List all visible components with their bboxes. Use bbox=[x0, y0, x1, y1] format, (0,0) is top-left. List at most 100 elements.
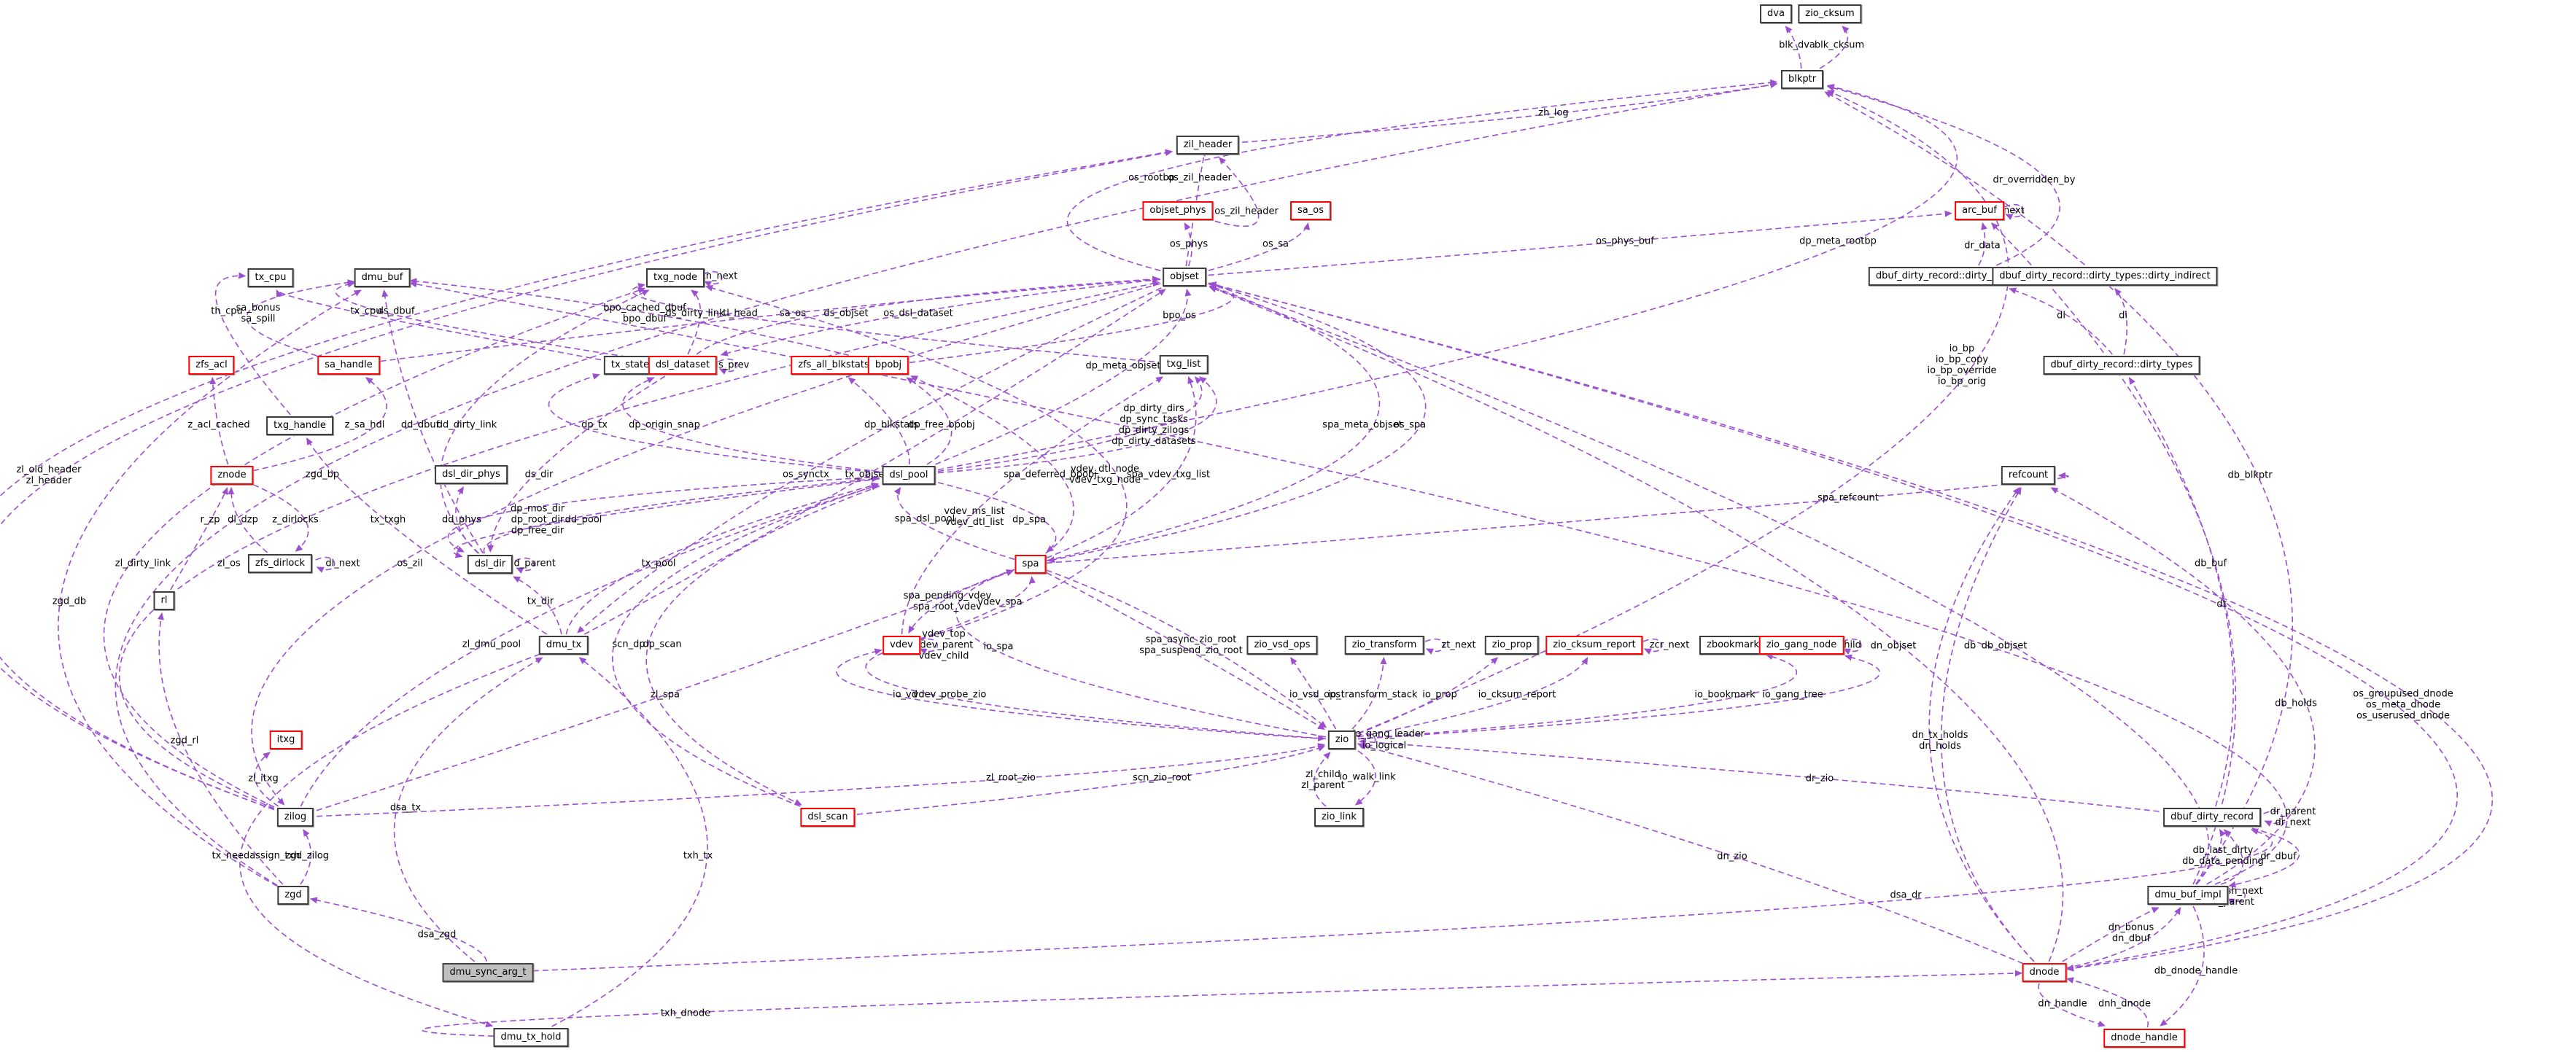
node-dbuf_dirty_record[interactable]: dbuf_dirty_record bbox=[2163, 808, 2261, 827]
node-tx_cpu[interactable]: tx_cpu bbox=[247, 268, 294, 287]
node-zio_transform[interactable]: zio_transform bbox=[1344, 636, 1424, 655]
edge-dbuf_dirty_record-zio bbox=[1358, 738, 2160, 812]
edge-dsl_dir-self bbox=[515, 557, 535, 574]
node-objset_phys[interactable]: objset_phys bbox=[1142, 201, 1214, 220]
node-zio_cksum[interactable]: zio_cksum bbox=[1798, 4, 1862, 23]
edge-dmu_buf_impl-refcount bbox=[2050, 487, 2316, 885]
edge-dmu_sync_arg_t-zgd bbox=[309, 897, 487, 962]
edge-objset-dnode bbox=[1208, 282, 2458, 971]
node-rl[interactable]: rl bbox=[153, 591, 175, 610]
edge-zio-zio_cksum_report bbox=[1357, 657, 1588, 738]
node-zio_cksum_report[interactable]: zio_cksum_report bbox=[1545, 636, 1643, 655]
node-txg_list[interactable]: txg_list bbox=[1159, 355, 1209, 374]
node-arc_buf[interactable]: arc_buf bbox=[1955, 201, 2004, 220]
edge-objset_phys-zil_header bbox=[1214, 157, 1260, 227]
edge-zfs_dirlock-self bbox=[315, 556, 335, 573]
node-dsl_pool[interactable]: dsl_pool bbox=[882, 466, 936, 485]
edge-dmu_sync_arg_t-dbuf_dirty_record bbox=[532, 828, 2273, 972]
node-dmu_buf_impl[interactable]: dmu_buf_impl bbox=[2147, 886, 2229, 905]
edge-spa-objset bbox=[1046, 284, 1381, 561]
edge-spa-bpobj bbox=[910, 375, 1074, 554]
edge-txg_list-txg_node bbox=[631, 283, 1155, 363]
node-refcount[interactable]: refcount bbox=[2001, 466, 2056, 485]
node-zil_header[interactable]: zil_header bbox=[1176, 136, 1240, 155]
edge-blkptr-zio_cksum bbox=[1819, 26, 1850, 69]
node-dva[interactable]: dva bbox=[1760, 4, 1792, 23]
edge-spa-vdev bbox=[908, 569, 1015, 634]
edge-ddr_leaf-arc_buf bbox=[1978, 222, 1987, 266]
edge-dsl_pool-dsl_dataset bbox=[622, 377, 880, 472]
node-zfs_acl[interactable]: zfs_acl bbox=[188, 356, 235, 375]
node-dsl_dir[interactable]: dsl_dir bbox=[467, 555, 513, 574]
node-znode[interactable]: znode bbox=[210, 466, 254, 485]
edge-dbuf_dirty_record-self bbox=[2263, 810, 2283, 827]
node-dsl_scan[interactable]: dsl_scan bbox=[800, 808, 856, 827]
node-ddr_types[interactable]: dbuf_dirty_record::dirty_types bbox=[2043, 356, 2200, 375]
node-itxg[interactable]: itxg bbox=[269, 730, 303, 749]
edge-zio_cksum_report-self bbox=[1642, 638, 1663, 655]
edge-dmu_tx-objset bbox=[583, 289, 1166, 635]
node-sa_handle[interactable]: sa_handle bbox=[317, 356, 380, 375]
node-ddr_indirect[interactable]: dbuf_dirty_record::dirty_types::dirty_in… bbox=[1992, 267, 2218, 286]
node-dsl_dataset[interactable]: dsl_dataset bbox=[648, 356, 718, 375]
edge-vdev-spa bbox=[920, 576, 1036, 639]
node-sa_os[interactable]: sa_os bbox=[1290, 201, 1331, 220]
node-zio_gang_node[interactable]: zio_gang_node bbox=[1758, 636, 1844, 655]
edge-spa-dsl_pool bbox=[893, 487, 1015, 561]
edge-spa-txg_list bbox=[1046, 376, 1197, 559]
edge-dsl_scan-zio bbox=[856, 745, 1326, 815]
edge-objset-zilog bbox=[251, 283, 1161, 806]
node-zio_link[interactable]: zio_link bbox=[1314, 808, 1364, 827]
edge-zilog-dsl_pool bbox=[300, 483, 879, 807]
edge-objset-spa bbox=[1047, 283, 1427, 563]
edge-vdev-txg_list bbox=[901, 376, 1164, 635]
node-dmu_buf[interactable]: dmu_buf bbox=[354, 268, 411, 287]
edge-ddr_types-ddr_indirect bbox=[2114, 288, 2128, 355]
edge-objset-dnode bbox=[1208, 282, 2494, 972]
node-dsl_dir_phys[interactable]: dsl_dir_phys bbox=[435, 465, 508, 484]
node-tx_state[interactable]: tx_state bbox=[603, 356, 657, 375]
node-zilog[interactable]: zilog bbox=[276, 808, 314, 827]
node-txg_node[interactable]: txg_node bbox=[646, 268, 705, 287]
edge-ddr_types-ddr_leaf bbox=[2009, 287, 2113, 355]
node-objset[interactable]: objset bbox=[1163, 268, 1206, 287]
edge-dmu_tx-dmu_tx_hold bbox=[239, 653, 540, 1028]
node-vdev[interactable]: vdev bbox=[882, 636, 920, 655]
edge-dsl_dataset-dmu_buf bbox=[335, 281, 646, 361]
node-zio_prop[interactable]: zio_prop bbox=[1484, 636, 1540, 655]
edge-arc_buf-self bbox=[2004, 203, 2024, 220]
edge-dsl_dataset-dsl_dir bbox=[486, 375, 666, 553]
node-zfs_dirlock[interactable]: zfs_dirlock bbox=[247, 554, 313, 573]
node-zbookmark[interactable]: zbookmark bbox=[1699, 636, 1767, 655]
edge-zgd-zilog bbox=[300, 829, 311, 885]
edge-bpobj-dmu_buf bbox=[409, 278, 868, 361]
node-txg_handle[interactable]: txg_handle bbox=[266, 416, 333, 435]
node-dnode[interactable]: dnode bbox=[2022, 963, 2067, 982]
edge-dsl_dir-dsl_pool bbox=[483, 475, 879, 554]
edge-dnode-dmu_buf_impl bbox=[2065, 907, 2181, 969]
node-zio[interactable]: zio bbox=[1327, 730, 1357, 749]
edge-dsl_dir-dsl_dir_phys bbox=[455, 486, 479, 554]
edge-dmu_buf_impl-objset bbox=[1209, 286, 2209, 885]
node-zfs_all_blkstats[interactable]: zfs_all_blkstats bbox=[791, 356, 877, 375]
node-zio_vsd_ops[interactable]: zio_vsd_ops bbox=[1246, 636, 1318, 655]
edge-objset-blkptr bbox=[1066, 79, 1778, 272]
node-spa[interactable]: spa bbox=[1015, 555, 1047, 574]
edge-sa_handle-dmu_buf bbox=[246, 279, 355, 356]
node-dnode_handle[interactable]: dnode_handle bbox=[2103, 1029, 2185, 1048]
edge-zio-zio_link bbox=[1354, 750, 1376, 806]
node-zgd[interactable]: zgd bbox=[277, 886, 309, 905]
edge-txg_node-self bbox=[702, 270, 723, 287]
edge-dnode-refcount bbox=[1941, 487, 2035, 962]
edge-dmu_tx-txg_handle bbox=[306, 437, 548, 635]
edge-zio_link-zio bbox=[1313, 752, 1331, 807]
node-dmu_tx[interactable]: dmu_tx bbox=[538, 636, 589, 655]
node-bpobj[interactable]: bpobj bbox=[867, 356, 909, 375]
edge-dmu_buf_impl-dnode_handle bbox=[2160, 905, 2205, 1026]
edge-zio-zbookmark bbox=[1357, 653, 1798, 740]
edge-dmu_buf_impl-dmu_buf bbox=[409, 281, 2288, 885]
edge-vdev-txg_node bbox=[705, 284, 1128, 641]
node-blkptr[interactable]: blkptr bbox=[1780, 70, 1824, 89]
node-dmu_tx_hold[interactable]: dmu_tx_hold bbox=[493, 1028, 569, 1047]
